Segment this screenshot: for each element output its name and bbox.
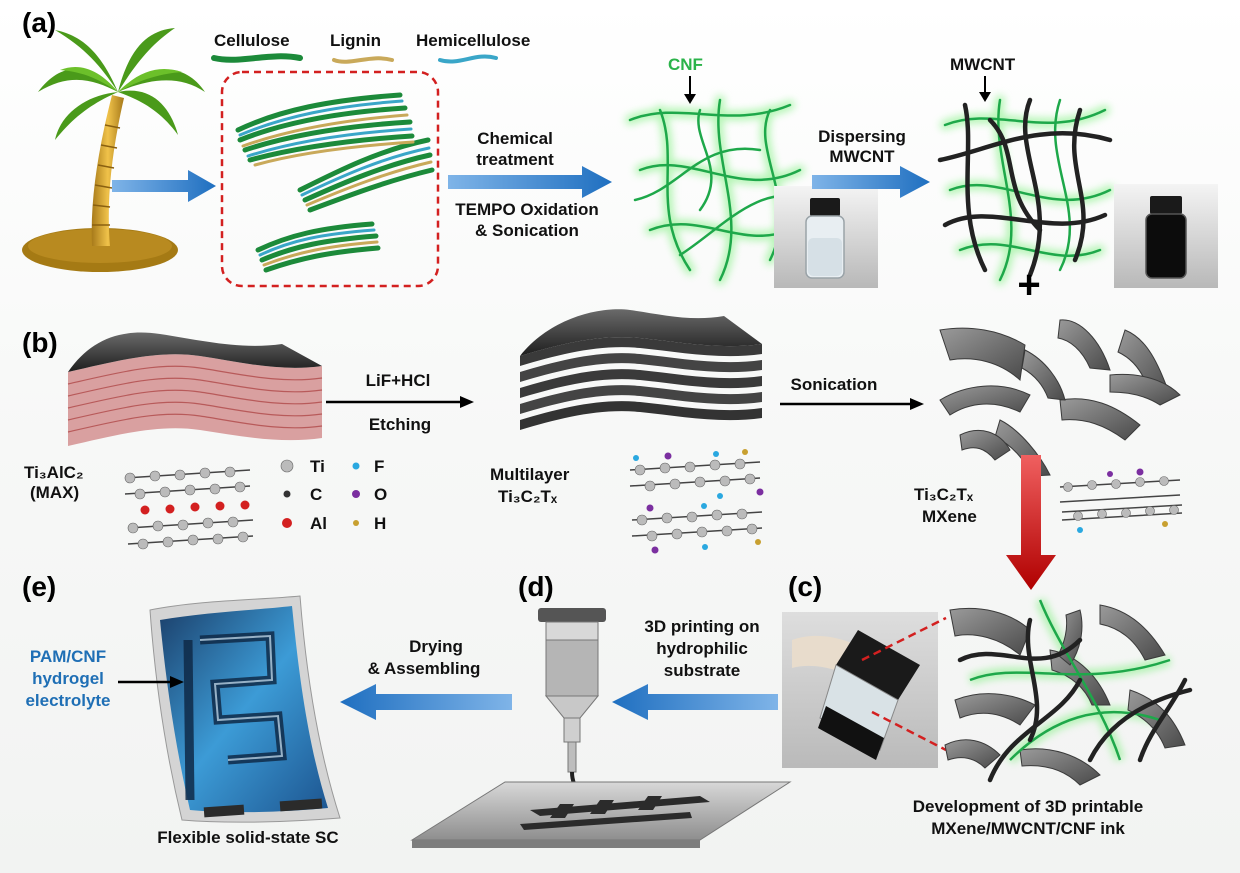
chemical-treatment-line1: Chemical (477, 129, 553, 148)
arrow-dispersing (812, 166, 930, 198)
black-mwcnt-vial-photo (1114, 184, 1218, 288)
dispersing-line2: MWCNT (829, 147, 895, 166)
hemicellulose-label: Hemicellulose (416, 31, 530, 50)
dispersing-line1: Dispersing (818, 127, 906, 146)
etching-label: Etching (369, 415, 431, 434)
mxene-formula: Ti₃C₂Tₓ (914, 485, 974, 504)
mxene-flakes (939, 319, 1181, 477)
development-line1: Development of 3D printable (913, 797, 1143, 816)
drying-line2: & Assembling (368, 659, 481, 678)
zoom-line-bottom (871, 710, 947, 752)
printing-substrate (410, 781, 792, 848)
sonication-label: Sonication (791, 375, 878, 394)
max-phase-block (67, 332, 323, 446)
multilayer-line1: Multilayer (490, 465, 570, 484)
multilayer-atomic-lattice (629, 449, 764, 554)
lignin-fiber-icon (332, 56, 394, 64)
flexible-supercapacitor-device (149, 595, 341, 823)
printing-line2: hydrophilic (656, 639, 748, 658)
arrow-tree-to-fibers (112, 170, 216, 202)
printing-line3: substrate (664, 661, 741, 680)
max-atomic-lattice (124, 466, 254, 550)
drying-line1: Drying (409, 637, 463, 656)
max-label: (MAX) (30, 483, 79, 502)
mwcnt-cnf-network (937, 95, 1115, 285)
panel-c-label: (c) (788, 571, 822, 602)
max-formula: Ti₃AlC₂ (24, 463, 84, 482)
fiber-bundle-box (220, 70, 440, 288)
multilayer-line2: Ti₃C₂Tₓ (498, 487, 558, 506)
multilayer-mxene-stack (520, 309, 762, 430)
pam-line1: PAM/CNF (30, 647, 106, 666)
legend-c-label: C (310, 485, 322, 504)
lif-hcl-label: LiF+HCl (366, 371, 431, 390)
arrow-3d-printing (612, 684, 778, 720)
legend-f-label: F (374, 457, 384, 476)
lignocellulose-fiber-bundles (235, 92, 435, 273)
legend-al-dot (282, 518, 292, 528)
legend-ti-dot (280, 459, 294, 473)
panel-a-label: (a) (22, 7, 56, 38)
legend-f-dot (352, 462, 360, 470)
legend-h-label: H (374, 514, 386, 533)
cnf-label: CNF (668, 55, 703, 74)
legend-h-dot (353, 520, 359, 526)
flexible-sc-label: Flexible solid-state SC (157, 828, 338, 847)
mxene-atomic-lattice (1059, 468, 1183, 533)
palm-tree-illustration (22, 28, 205, 272)
legend-c-dot (283, 490, 291, 498)
printing-line1: 3D printing on (644, 617, 759, 636)
tempo-line1: TEMPO Oxidation (455, 200, 599, 219)
arrow-drying-assembling (340, 684, 512, 720)
development-line2: MXene/MWCNT/CNF ink (931, 819, 1125, 838)
panel-b-label: (b) (22, 327, 58, 358)
arrow-chemical-treatment (448, 166, 612, 198)
cellulose-label: Cellulose (214, 31, 290, 50)
3d-printer-nozzle (538, 608, 606, 807)
lignin-label: Lignin (330, 31, 381, 50)
zoom-line-top (861, 616, 947, 662)
panel-d-label: (d) (518, 571, 554, 602)
legend-al-label: Al (310, 514, 327, 533)
legend-o-dot (352, 490, 360, 498)
panel-e-label: (e) (22, 571, 56, 602)
ink-vial-photo (782, 612, 938, 768)
arrow-mixing-down (1006, 455, 1056, 590)
plus-sign: + (1017, 263, 1040, 307)
mwcnt-label: MWCNT (950, 55, 1016, 74)
atom-legend: Ti C Al F O H (280, 457, 387, 533)
hemicellulose-fiber-icon (438, 54, 498, 64)
legend-ti-label: Ti (310, 457, 325, 476)
pam-line3: electrolyte (25, 691, 110, 710)
pam-line2: hydrogel (32, 669, 104, 688)
clear-cnf-vial-photo (774, 186, 878, 288)
chemical-treatment-line2: treatment (476, 150, 554, 169)
tempo-line2: & Sonication (475, 221, 579, 240)
mxene-label: MXene (922, 507, 977, 526)
legend-o-label: O (374, 485, 387, 504)
composite-ink-network (944, 598, 1193, 786)
cellulose-fiber-icon (211, 53, 303, 63)
